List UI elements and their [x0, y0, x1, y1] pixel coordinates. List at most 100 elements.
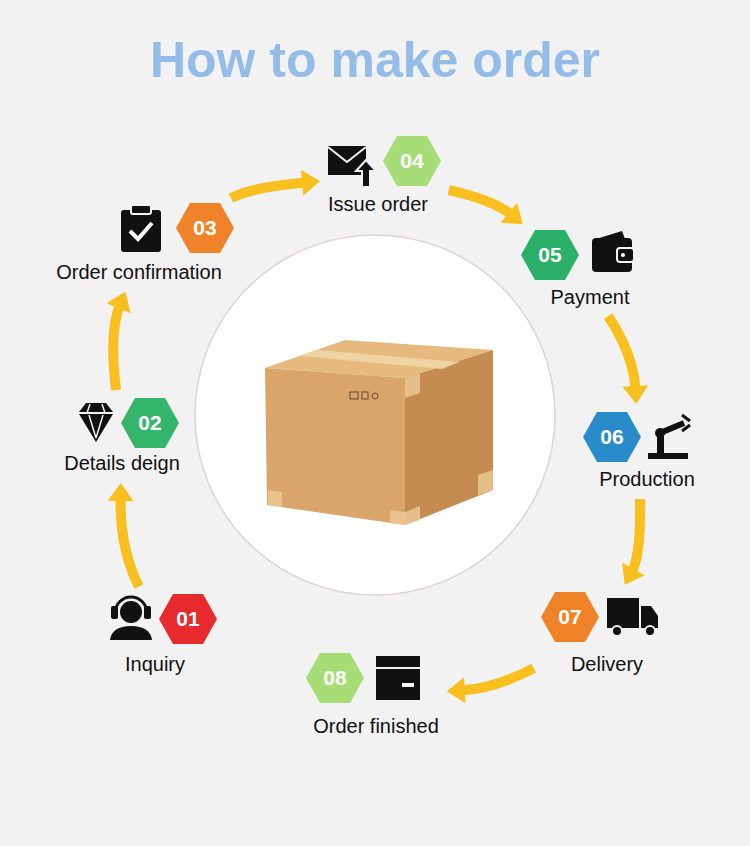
- support-icon: [110, 626, 152, 640]
- number-badge: 04: [383, 136, 441, 186]
- hexagon-shape: [306, 653, 364, 703]
- step-number: 04: [383, 136, 441, 186]
- step-number: 07: [541, 592, 599, 642]
- hexagon-shape: [583, 412, 641, 462]
- arrow-head: [622, 563, 645, 585]
- truck-icon: [607, 598, 639, 628]
- truck-icon: [645, 626, 655, 636]
- process-step: 06Production: [581, 410, 697, 493]
- hexagon-shape: [541, 592, 599, 642]
- process-step: 04Issue order: [326, 134, 443, 218]
- arrow-head: [108, 483, 134, 501]
- flow-arrow: [121, 497, 139, 587]
- flow-arrow: [447, 668, 534, 703]
- diamond-icon: [79, 403, 113, 412]
- arrow-head: [447, 677, 466, 703]
- step-label: Order finished: [313, 714, 439, 738]
- robot-arm-icon: [655, 428, 665, 438]
- wallet-icon: [596, 231, 625, 239]
- clipboard-icon: [131, 205, 151, 214]
- cardboard-box: [350, 392, 358, 399]
- cardboard-box: [478, 470, 493, 495]
- cardboard-box: [265, 368, 405, 525]
- flow-arrow: [461, 668, 534, 690]
- process-step: 07Delivery: [539, 590, 656, 678]
- diamond-icon: [89, 415, 96, 438]
- flow-arrow: [622, 499, 645, 585]
- flow-arrow: [231, 182, 306, 198]
- clipboard-icon: [130, 223, 152, 239]
- process-step: 03Order confirmation: [54, 201, 236, 286]
- number-badge: 06: [583, 412, 641, 462]
- diamond-icon: [79, 403, 113, 442]
- envelope-icon: [328, 146, 376, 187]
- step-label: Delivery: [571, 652, 643, 676]
- robot-arm-icon: [648, 415, 690, 459]
- step-number: 03: [176, 203, 234, 253]
- step-label: Inquiry: [125, 652, 185, 676]
- truck-icon: [607, 598, 658, 636]
- number-badge: 02: [121, 398, 179, 448]
- robot-arm-icon: [648, 453, 688, 459]
- step-number: 06: [583, 412, 641, 462]
- flow-arrow: [231, 170, 320, 198]
- cardboard-box: [372, 393, 378, 399]
- flow-arrow: [108, 483, 139, 587]
- hexagon-shape: [121, 398, 179, 448]
- step-label: Details deign: [64, 451, 180, 475]
- support-icon: [144, 606, 151, 619]
- box-icon: [402, 683, 414, 687]
- flow-arrow: [449, 190, 523, 224]
- diamond-icon: [102, 404, 105, 413]
- hexagon-shape: [159, 594, 217, 644]
- number-badge: 03: [176, 203, 234, 253]
- step-number: 02: [121, 398, 179, 448]
- support-icon: [110, 597, 152, 640]
- number-badge: 05: [521, 230, 579, 280]
- flow-arrow: [631, 499, 640, 572]
- hexagon-shape: [383, 136, 441, 186]
- diagram-title: How to make order: [0, 30, 750, 90]
- diamond-icon: [87, 404, 90, 413]
- flow-arrow: [608, 316, 635, 390]
- cardboard-box: [390, 506, 420, 525]
- clipboard-icon: [121, 205, 161, 252]
- step-number: 05: [521, 230, 579, 280]
- flow-arrow: [608, 316, 648, 404]
- process-step: 02Details deign: [62, 396, 182, 477]
- number-badge: 01: [159, 594, 217, 644]
- diamond-icon: [79, 414, 113, 442]
- process-step: 01Inquiry: [107, 592, 219, 678]
- arrow-head: [107, 292, 131, 314]
- step-number: 08: [306, 653, 364, 703]
- envelope-icon: [356, 160, 376, 187]
- arrow-head: [301, 170, 320, 196]
- step-label: Payment: [551, 285, 630, 309]
- cardboard-box: [405, 373, 420, 398]
- flow-arrow: [449, 190, 512, 215]
- hexagon-shape: [176, 203, 234, 253]
- wallet-icon: [621, 253, 625, 257]
- arrow-head: [622, 385, 648, 404]
- process-step: 08Order finished: [304, 651, 441, 740]
- cardboard-box: [268, 490, 282, 507]
- support-icon: [111, 606, 118, 619]
- truck-icon: [641, 606, 658, 628]
- box-icon: [376, 667, 420, 669]
- envelope-icon: [328, 147, 366, 162]
- box-icon: [376, 656, 420, 700]
- diamond-icon: [96, 415, 103, 438]
- wallet-icon: [617, 248, 634, 262]
- number-badge: 07: [541, 592, 599, 642]
- number-badge: 08: [306, 653, 364, 703]
- wallet-icon: [592, 231, 634, 272]
- flow-arrow: [113, 305, 120, 391]
- hexagon-shape: [521, 230, 579, 280]
- step-number: 01: [159, 594, 217, 644]
- step-label: Production: [599, 467, 695, 491]
- center-circle: [195, 235, 555, 595]
- cardboard-box: [265, 340, 493, 525]
- cardboard-box: [405, 350, 493, 525]
- arrow-head: [501, 203, 523, 224]
